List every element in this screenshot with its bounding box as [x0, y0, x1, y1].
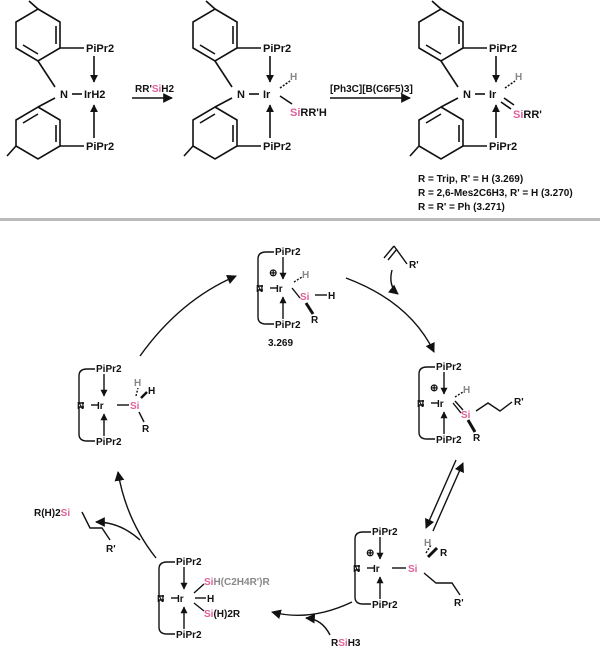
product-n: N [463, 89, 471, 101]
c1-si: Si [300, 292, 310, 303]
arrow-product-out [95, 517, 141, 541]
start-phos-top: PiPr2 [86, 43, 114, 55]
arrow-c5-to-c1 [139, 274, 237, 357]
c5-hydride-2: H [148, 386, 155, 397]
start-n: N [60, 89, 68, 101]
arrow-c2-to-c3 [425, 459, 457, 529]
c4-silyl-top: SiH(C2H4R')R [204, 577, 271, 588]
c5-ir: Ir [97, 401, 104, 412]
intermediate-hydride: H [290, 72, 297, 83]
c4-n: N [157, 594, 164, 605]
intermediate-metal: Ir [263, 89, 271, 101]
start-metal: IrH2 [84, 89, 105, 101]
legend-line-2: R = 2,6-Mes2C6H3, R' = H (3.270) [418, 188, 573, 199]
c3-r: R [440, 548, 448, 559]
c3-plus: ⊕ [366, 548, 374, 559]
c1-si-h: H [328, 291, 335, 302]
c2-phos-top: PiPr2 [436, 362, 462, 373]
arrow-c3-to-c4 [271, 601, 353, 619]
start-phos-bottom: PiPr2 [86, 141, 114, 153]
c1-phos-top: PiPr2 [275, 247, 301, 258]
c1-hydride: H [302, 270, 309, 281]
arrow-c4-to-c5 [114, 471, 157, 559]
arrow-c1-to-c2 [345, 277, 435, 353]
silylene-product [409, 0, 516, 160]
c4-phos-bottom: PiPr2 [176, 630, 202, 641]
product-silane-chain [81, 511, 111, 541]
c1-plus: ⊕ [269, 268, 277, 279]
c5-n: N [77, 401, 84, 412]
c5-phos-top: PiPr2 [96, 364, 122, 375]
c2-r: R [473, 433, 481, 444]
intermediate-phos-top: PiPr2 [263, 43, 291, 55]
legend-line-1: R = Trip, R' = H (3.269) [418, 174, 523, 185]
c4-hydride: H [207, 594, 214, 605]
c1-label: 3.269 [268, 338, 293, 349]
product-metal: Ir [489, 89, 497, 101]
cycle-species-4 [158, 561, 206, 635]
start-complex [6, 0, 98, 160]
reagent-rsih3: RSiH3 [331, 638, 361, 649]
c5-si: Si [130, 401, 140, 412]
product-silane: R(H)2Si [34, 508, 70, 519]
intermediate-phos-bottom: PiPr2 [263, 141, 291, 153]
cycle-species-3 [354, 531, 461, 605]
c3-rp: R' [454, 598, 464, 609]
c5-hydride-1: H [134, 378, 141, 389]
c5-phos-bottom: PiPr2 [96, 437, 122, 448]
c3-si: Si [408, 564, 418, 575]
cycle-arrows [95, 269, 464, 636]
cycle-species-2 [418, 366, 513, 440]
c1-phos-bottom: PiPr2 [275, 320, 301, 331]
intermediate-complex [183, 0, 293, 160]
arrow-silane-in [305, 613, 331, 636]
product-silylene: SiRR' [513, 109, 542, 121]
c2-phos-bottom: PiPr2 [436, 435, 462, 446]
product-silane-rp: R' [106, 544, 116, 555]
product-phos-bottom: PiPr2 [489, 141, 517, 153]
cycle-species-1 [257, 251, 327, 325]
intermediate-n: N [237, 89, 245, 101]
product-phos-top: PiPr2 [489, 43, 517, 55]
c1-n: N [256, 284, 263, 295]
c3-ir: Ir [373, 564, 380, 575]
c2-n: N [417, 399, 424, 410]
legend-line-3: R = R' = Ph (3.271) [418, 202, 505, 213]
alkene-reagent [383, 245, 408, 265]
c3-n: N [353, 564, 360, 575]
section-divider [0, 218, 600, 221]
c2-plus: ⊕ [430, 383, 438, 394]
cycle-species-5 [78, 368, 148, 442]
c1-ir: Ir [276, 284, 283, 295]
c3-hydride: H [424, 538, 431, 549]
c1-r: R [311, 315, 319, 326]
arrow-alkene-in [388, 269, 399, 295]
alkene-r: R' [409, 260, 419, 271]
product-hydride: H [515, 72, 522, 83]
c5-r: R [142, 424, 150, 435]
arrow-c3-to-c2 [432, 462, 464, 532]
arrow2-label: [Ph3C][B(C6F5)3] [330, 84, 413, 95]
c4-silyl-bottom: Si(H)2R [204, 609, 241, 620]
c3-phos-bottom: PiPr2 [372, 600, 398, 611]
c4-ir: Ir [177, 594, 184, 605]
c2-hydride: H [463, 385, 470, 396]
c2-ir: Ir [437, 399, 444, 410]
arrow1-label: RR'SiH2 [135, 84, 175, 95]
c2-si: Si [461, 410, 471, 421]
c2-rp: R' [514, 397, 524, 408]
intermediate-silyl: SiRR'H [290, 107, 327, 119]
c4-phos-top: PiPr2 [176, 557, 202, 568]
c3-phos-top: PiPr2 [372, 527, 398, 538]
